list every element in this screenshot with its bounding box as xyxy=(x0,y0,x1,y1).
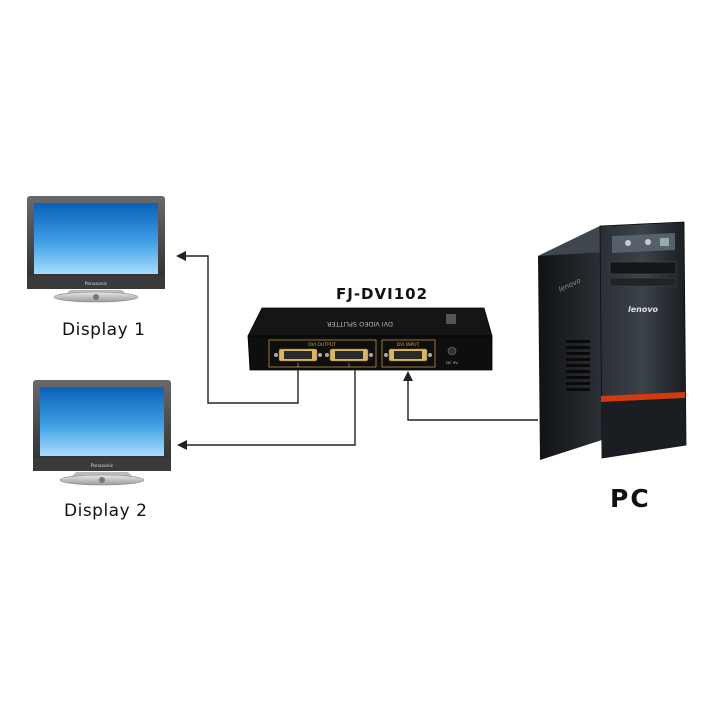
splitter-model-label: FJ-DVI102 xyxy=(336,285,429,303)
pc-tower: lenovo lenovo xyxy=(538,221,687,460)
display-2-monitor: Panasonic xyxy=(33,380,171,486)
display-2-label: Display 2 xyxy=(64,501,148,521)
connection-arrow-output-2-to-display-1 xyxy=(185,255,299,404)
display-2-screen xyxy=(40,387,164,456)
arrowhead-display-1 xyxy=(176,251,186,261)
pc-side-vent xyxy=(566,340,590,391)
display-1-brand-logo: Panasonic xyxy=(85,281,108,287)
display-1-screen xyxy=(34,203,158,274)
splitter-logo-icon xyxy=(446,314,456,324)
power-label: DC 5V xyxy=(446,360,458,365)
port-number-1: 1 xyxy=(348,363,351,368)
pc-label: PC xyxy=(610,484,651,513)
display-1-label: Display 1 xyxy=(62,320,146,340)
pc-optical-drive xyxy=(609,261,677,275)
dvi-splitter-device: DVI VIDEO SPLITTER DVI OUTPUT 2 1 DVI IN… xyxy=(247,307,493,371)
arrowhead-splitter-input xyxy=(403,371,413,381)
dvi-input-port xyxy=(384,348,432,362)
splitter-top-text: DVI VIDEO SPLITTER xyxy=(327,320,393,328)
arrowhead-display-2 xyxy=(177,440,187,450)
pc-power-button-icon xyxy=(645,239,651,245)
pc-usb-port-icon xyxy=(625,240,631,246)
connection-arrow-output-1-to-display-2 xyxy=(186,370,356,446)
dvi-output-port-1 xyxy=(325,348,373,362)
pc-accent-stripe xyxy=(601,392,685,402)
connection-arrow-pc-to-input xyxy=(407,380,538,421)
display-2-brand-logo: Panasonic xyxy=(91,463,114,469)
dvi-output-label: DVI OUTPUT xyxy=(308,342,336,348)
dvi-input-label: DVI INPUT xyxy=(397,342,420,348)
dvi-output-port-2 xyxy=(274,348,322,362)
display-1-monitor: Panasonic xyxy=(27,196,165,303)
pc-brand-logo: lenovo xyxy=(628,305,659,314)
power-jack-icon xyxy=(447,346,457,356)
port-number-2: 2 xyxy=(297,363,300,368)
